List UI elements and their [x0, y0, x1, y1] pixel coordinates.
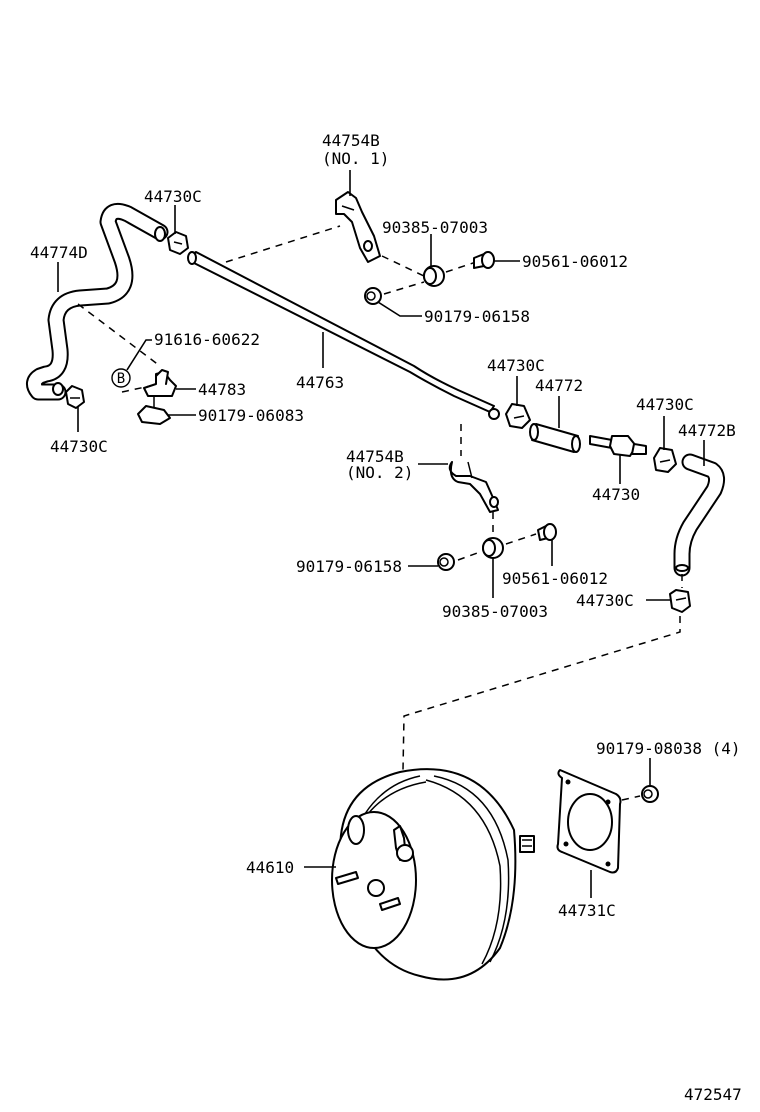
label-bolt-top: 90561-06012: [522, 252, 628, 271]
tube-bracket-no2: [448, 461, 499, 513]
label-bracket-no2-part: 44754B: [346, 447, 404, 466]
vacuum-hose-44772b: [673, 453, 726, 577]
nut-top: [364, 287, 382, 305]
tube-bracket-no1: [335, 191, 381, 263]
brake-booster: [331, 768, 535, 981]
check-valve-44730: [589, 435, 647, 457]
grommet-mid: [482, 537, 504, 559]
label-clip-top-left: 44730C: [144, 187, 202, 206]
hose-clip-top-left: [167, 231, 189, 255]
clamp-nut: [137, 405, 171, 425]
vacuum-hose-44774d: [26, 202, 169, 401]
booster-gasket: [556, 769, 622, 874]
figure-number: 472547: [684, 1085, 742, 1104]
short-hose-44772: [529, 423, 581, 453]
label-hose-left: 44774D: [30, 243, 88, 262]
dashed-guide-grommet-bolt: [445, 261, 477, 273]
vacuum-tube-44763: [187, 251, 500, 420]
label-nut-clamp: 90179-06083: [198, 406, 304, 425]
hose-clip-bottom-left: [65, 385, 85, 409]
dashed-guide-bolt-mid: [505, 533, 537, 545]
nut-mid: [437, 553, 455, 571]
grommet-top: [423, 265, 445, 287]
dashed-guide-hose-clamp: [77, 303, 161, 367]
label-grommet-top: 90385-07003: [382, 218, 488, 237]
label-hose-right: 44772B: [678, 421, 736, 440]
hose-clip-lower-right: [669, 589, 691, 613]
label-nut-mid: 90179-06158: [296, 557, 402, 576]
hose-clamp-bracket: [143, 369, 177, 397]
bolt-mid: [537, 523, 557, 541]
label-booster-nut: 90179-08038 (4): [596, 739, 741, 758]
label-nut-top: 90179-06158: [424, 307, 530, 326]
label-gasket: 44731C: [558, 901, 616, 920]
label-clip-bottom-left: 44730C: [50, 437, 108, 456]
label-grommet-mid: 90385-07003: [442, 602, 548, 621]
label-tube: 44763: [296, 373, 344, 392]
label-clip-mid: 44730C: [487, 356, 545, 375]
dashed-guide-tube-bracket1: [225, 225, 341, 263]
hose-clip-mid: [505, 403, 531, 429]
dashed-guide-nut-grommet: [383, 281, 425, 295]
label-clamp-bracket: 44783: [198, 380, 246, 399]
bolt-top: [473, 251, 495, 269]
label-clip-lower-right: 44730C: [576, 591, 634, 610]
dashed-guide-booster: [401, 616, 681, 825]
dashed-guide-bracket-grommet: [381, 255, 425, 277]
label-bolt-mid: 90561-06012: [502, 569, 608, 588]
label-bracket-no1-part: 44754B: [322, 131, 380, 150]
label-bracket-no2-qualifier: (NO. 2): [346, 463, 413, 482]
leader-bolt-clip: [126, 339, 152, 371]
label-bolt-clip: 91616-60622: [154, 330, 260, 349]
hose-clip-right: [653, 447, 677, 473]
dashed-guide-callout: [121, 385, 151, 393]
callout-b: B: [111, 368, 131, 388]
dashed-guide-gasket-nut: [621, 795, 641, 801]
dashed-guide-nut-mid: [457, 551, 481, 561]
label-check-valve: 44730: [592, 485, 640, 504]
label-booster: 44610: [246, 858, 294, 877]
label-clip-right: 44730C: [636, 395, 694, 414]
label-bracket-no1-qualifier: (NO. 1): [322, 149, 389, 168]
callout-b-text: B: [117, 371, 125, 387]
booster-nut: [641, 785, 659, 803]
leader-nut-top: [377, 301, 422, 317]
label-hose-short: 44772: [535, 376, 583, 395]
